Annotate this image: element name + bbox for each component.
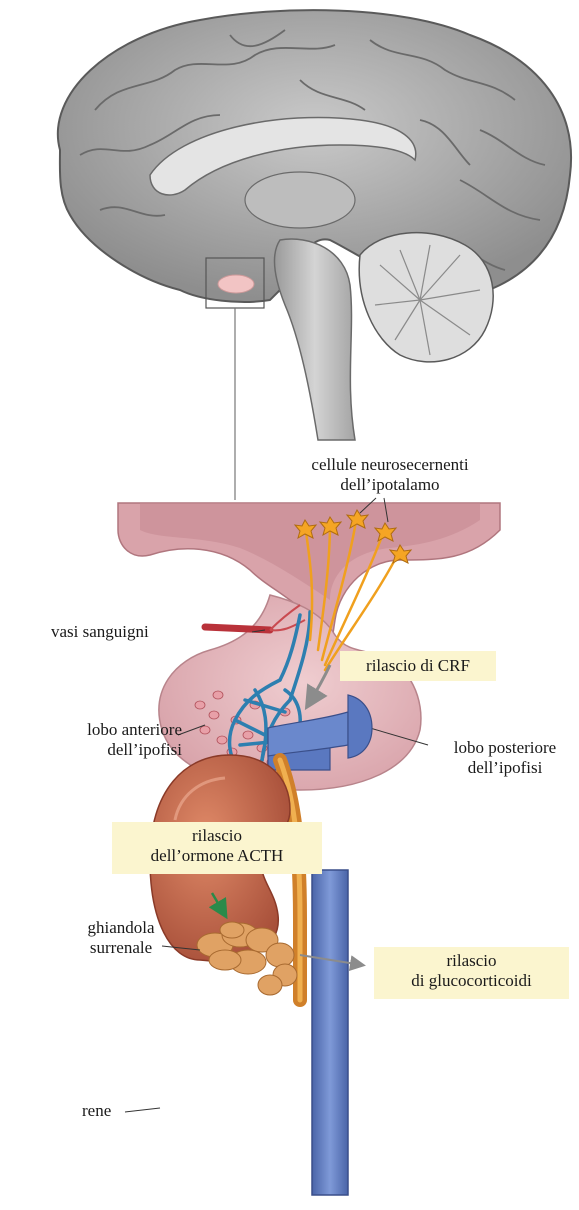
posterior-lobe-line1: lobo posteriore [420, 738, 579, 758]
neuro-cells-line2: dell’ipotalamo [270, 475, 510, 495]
box-acth-release: rilascio dell’ormone ACTH [112, 822, 322, 874]
label-kidney: rene [82, 1101, 111, 1121]
label-adrenal-gland: ghiandola surrenale [66, 918, 176, 958]
brain-illustration [58, 10, 571, 500]
pituitary-highlight [218, 275, 254, 293]
posterior-lobe-line2: dell’ipofisi [420, 758, 579, 778]
blood-vessel-inflow [205, 627, 270, 630]
crf-release-text: rilascio di CRF [340, 651, 496, 681]
gluco-line2: di glucocorticoidi [374, 971, 569, 991]
anterior-lobe-line1: lobo anteriore [12, 720, 182, 740]
blood-vessels-text: vasi sanguigni [51, 622, 149, 642]
adrenal-line1: ghiandola [66, 918, 176, 938]
label-posterior-lobe: lobo posteriore dell’ipofisi [420, 738, 579, 778]
brainstem [275, 239, 355, 440]
label-neurosecretory-cells: cellule neurosecernenti dell’ipotalamo [270, 455, 510, 495]
thalamus [245, 172, 355, 228]
anterior-lobe-line2: dell’ipofisi [12, 740, 182, 760]
gluco-line1: rilascio [374, 951, 569, 971]
cerebellum [359, 233, 493, 362]
adrenal-line2: surrenale [66, 938, 176, 958]
box-crf-release: rilascio di CRF [340, 651, 496, 681]
kidney-text: rene [82, 1101, 111, 1121]
neuro-cells-line1: cellule neurosecernenti [270, 455, 510, 475]
adrenal-gland [197, 922, 297, 995]
label-anterior-lobe: lobo anteriore dell’ipofisi [12, 720, 182, 760]
vena-cava [312, 870, 348, 1195]
acth-line2: dell’ormone ACTH [112, 846, 322, 866]
box-glucocorticoid-release: rilascio di glucocorticoidi [374, 947, 569, 999]
acth-line1: rilascio [112, 826, 322, 846]
label-blood-vessels: vasi sanguigni [51, 622, 149, 642]
